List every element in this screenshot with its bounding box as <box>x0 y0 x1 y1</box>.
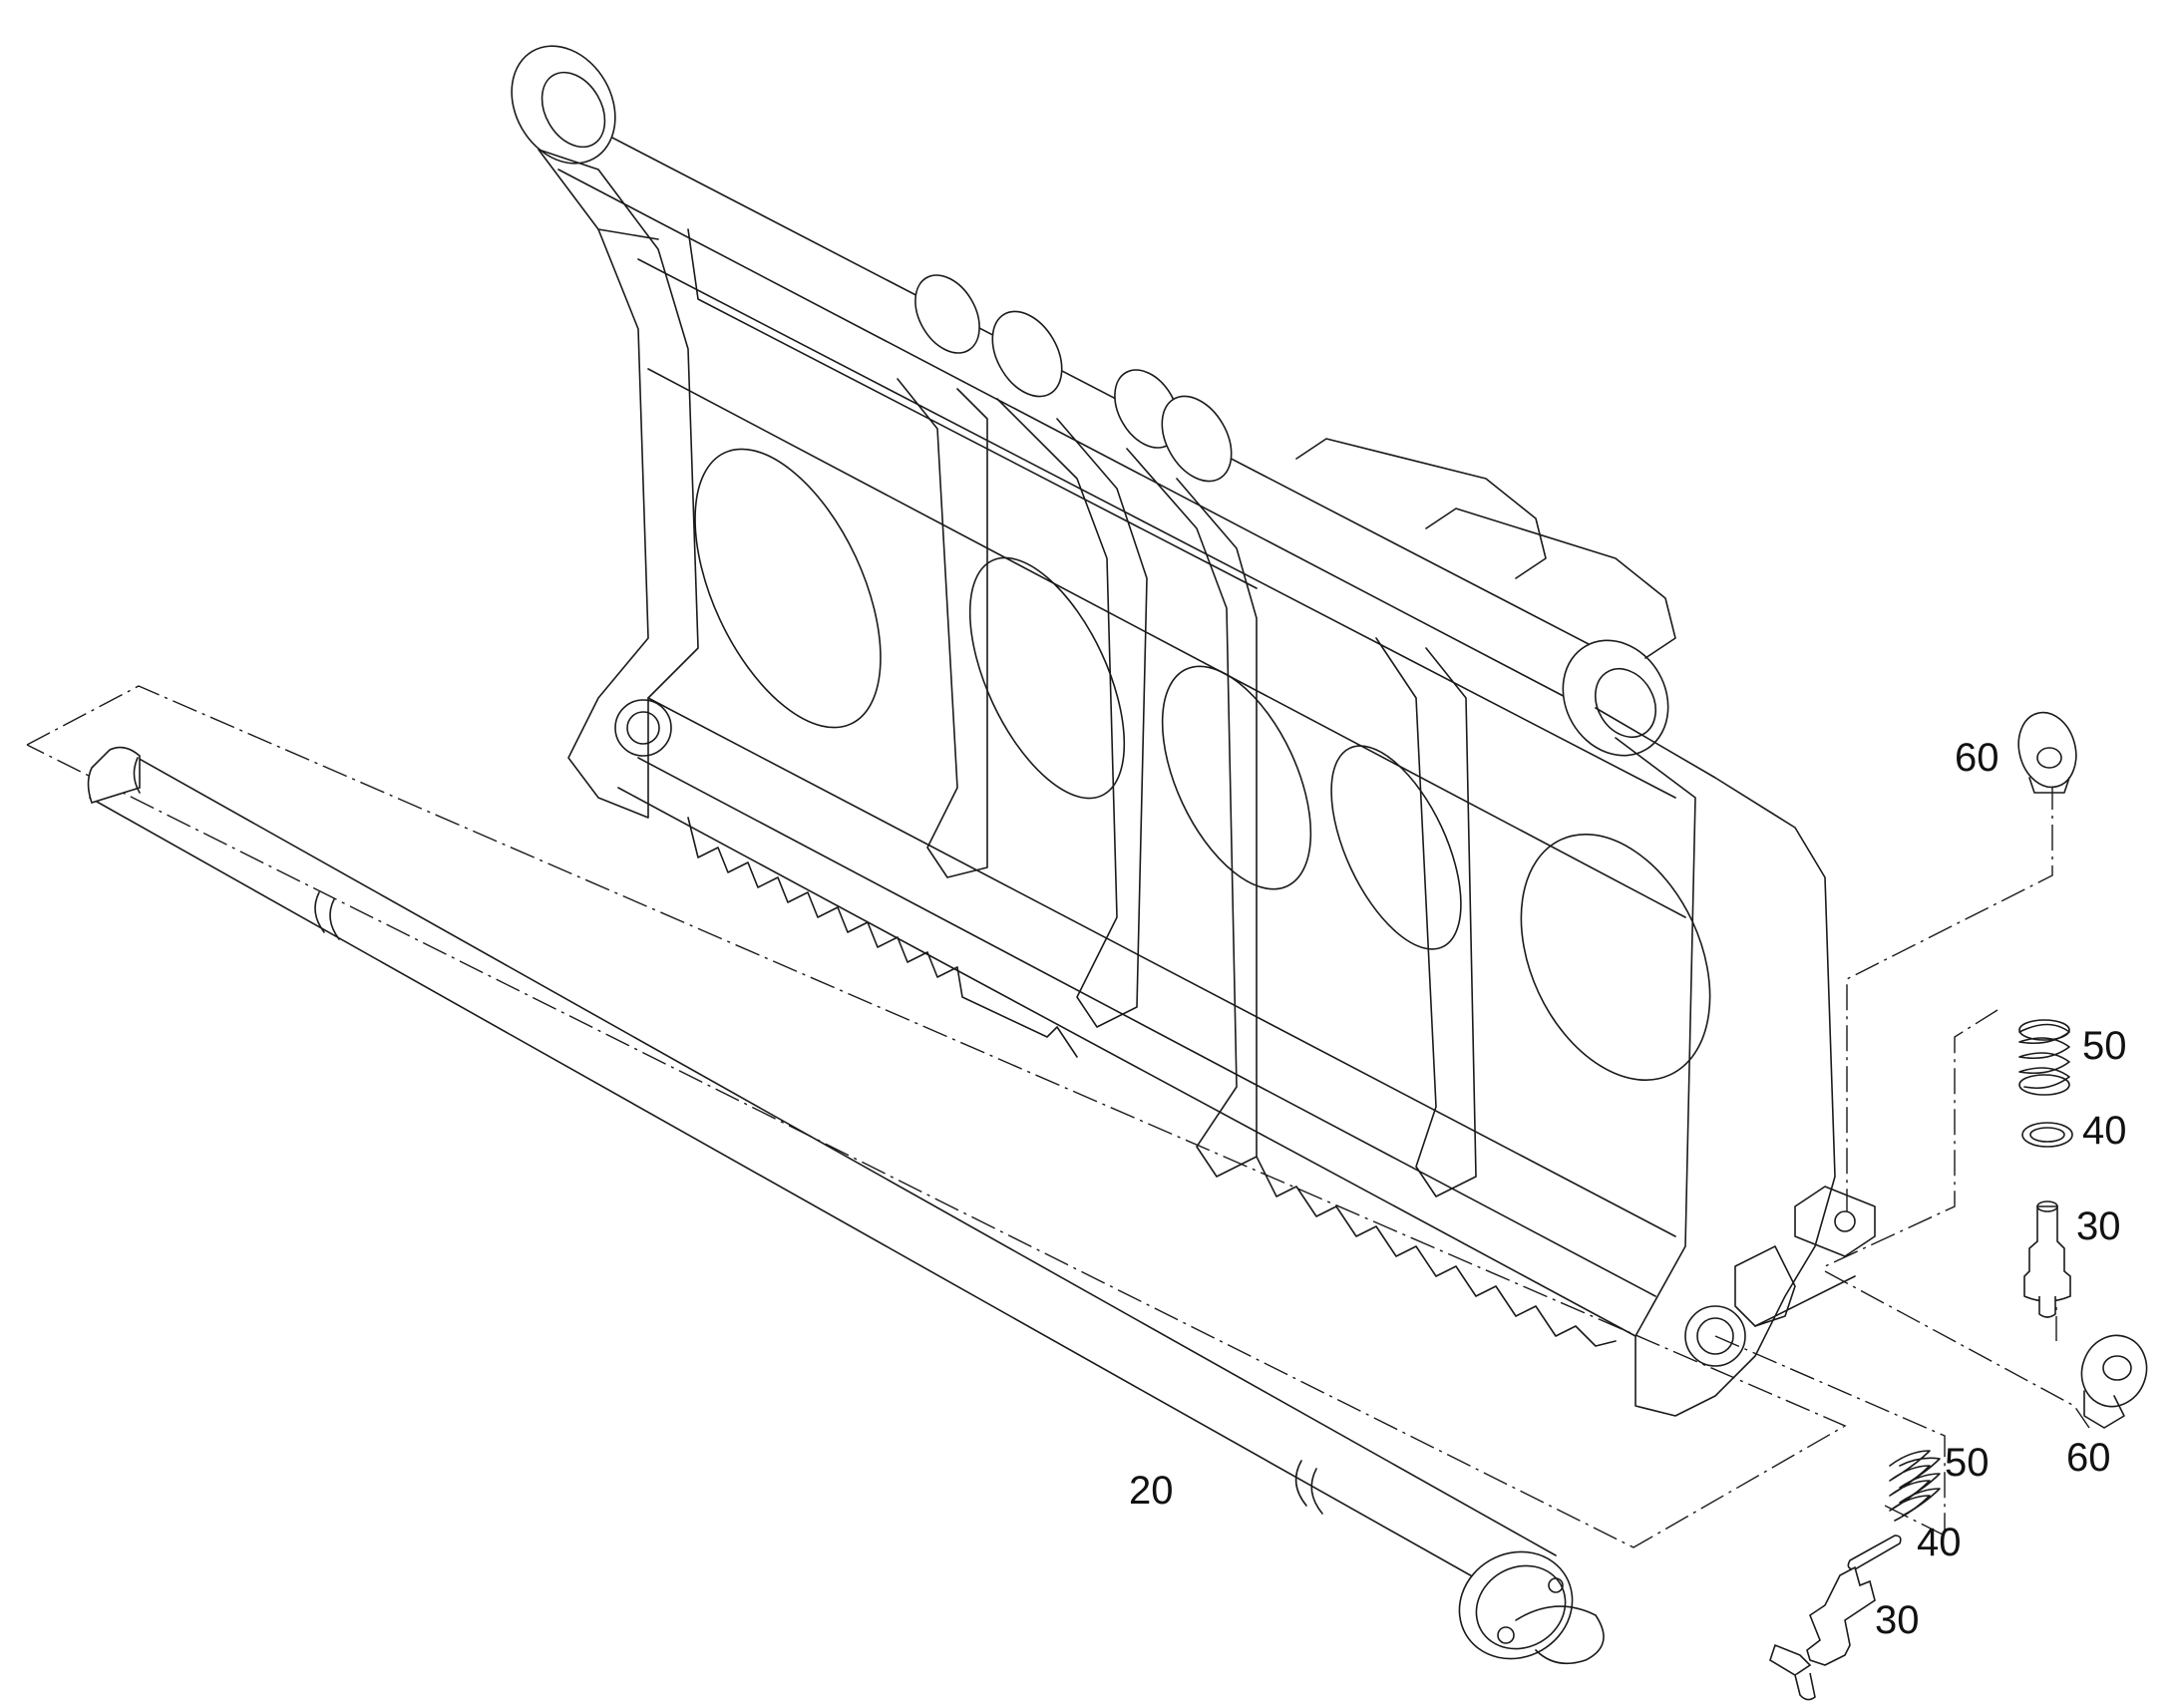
ring-part-40-right <box>2021 1122 2073 1148</box>
clip-part-60-bottom <box>2080 1334 2148 1429</box>
callout-20: 20 <box>1129 1469 1174 1513</box>
callout-60-bottom: 60 <box>2066 1436 2111 1480</box>
pin-part-30-left <box>1769 1565 1876 1701</box>
callout-30-right: 30 <box>2076 1204 2121 1248</box>
spring-part-50-left <box>1889 1450 1941 1522</box>
callout-60-top: 60 <box>1955 736 1999 780</box>
callout-labels: 20 30 30 40 40 50 50 60 60 <box>1129 736 2127 1642</box>
callout-30-left: 30 <box>1875 1598 1920 1642</box>
ring-part-40-left <box>1847 1535 1902 1570</box>
spring-part-50-right <box>2018 1019 2070 1096</box>
callout-40-left: 40 <box>1917 1521 1962 1564</box>
shaft-part-20 <box>87 746 1605 1665</box>
callout-40-right: 40 <box>2082 1109 2127 1153</box>
carrier-frame <box>511 45 1876 1417</box>
callout-50-left: 50 <box>1945 1441 1990 1485</box>
callout-50-right: 50 <box>2082 1024 2127 1068</box>
leader-lines <box>26 685 2090 1548</box>
pin-part-30-right <box>2023 1200 2071 1318</box>
clip-part-60-top <box>2017 711 2077 794</box>
